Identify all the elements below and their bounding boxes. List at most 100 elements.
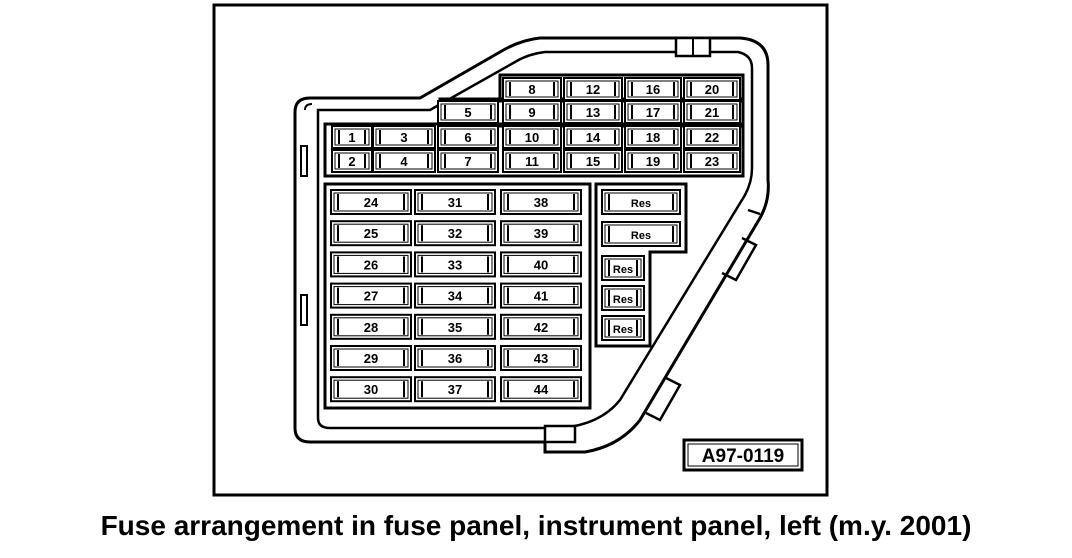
fuse-number: 16 xyxy=(646,82,660,97)
fuse-number: 14 xyxy=(586,130,601,145)
fuse-slot: 30 xyxy=(330,376,412,403)
fuse-number: 24 xyxy=(364,195,379,210)
fuse-number: 5 xyxy=(464,105,471,120)
fuse-slot: 2 xyxy=(331,149,373,173)
fuse-number: 26 xyxy=(364,257,378,272)
fuse-slot: 10 xyxy=(502,125,562,149)
fuse-slot: 25 xyxy=(330,220,412,247)
fuse-slot: 40 xyxy=(500,251,582,278)
fuse-number: 30 xyxy=(364,382,378,397)
fuse-number: 27 xyxy=(364,289,378,304)
fuse-number: 4 xyxy=(400,154,408,169)
fuse-slot: 7 xyxy=(437,149,499,173)
fuse-number: Res xyxy=(613,294,633,306)
fuse-number: 29 xyxy=(364,351,378,366)
fuse-number: 2 xyxy=(348,154,355,169)
fuse-slot: 8 xyxy=(502,77,562,101)
fuse-slot: 18 xyxy=(624,125,682,149)
image-border xyxy=(212,3,829,497)
fuse-number: 39 xyxy=(534,226,548,241)
fuse-slot: 13 xyxy=(563,100,623,124)
fuse-slot: 11 xyxy=(502,149,562,173)
fuse-number: 44 xyxy=(534,382,549,397)
fuse-slot: Res xyxy=(601,315,645,341)
fuse-slot: 28 xyxy=(330,313,412,340)
fuse-slot: 29 xyxy=(330,345,412,371)
figure-code: A97-0119 xyxy=(702,446,784,467)
fuse-slot: 22 xyxy=(683,125,741,149)
fuse-slot: 43 xyxy=(500,345,582,371)
fuse-slot: 35 xyxy=(414,313,496,340)
fuse-slot: 12 xyxy=(563,77,623,101)
fuse-slot: 26 xyxy=(330,251,412,278)
fuse-slot: 32 xyxy=(414,220,496,247)
fuse-number: 6 xyxy=(464,130,471,145)
fuse-slot: 14 xyxy=(563,125,623,149)
fuse-slot: Res xyxy=(601,255,645,281)
fuse-slot: 44 xyxy=(500,376,582,403)
left-clip-lower xyxy=(300,294,308,326)
fuse-number: 20 xyxy=(705,82,719,97)
fuse-number: 1 xyxy=(348,130,355,145)
fuse-slot: 39 xyxy=(500,220,582,247)
fuse-number: Res xyxy=(631,230,651,242)
fuse-slot: 4 xyxy=(372,149,436,173)
fuse-number: 38 xyxy=(534,195,548,210)
fuse-slot: 3 xyxy=(372,125,436,149)
fuse-number: 18 xyxy=(646,130,660,145)
panel-outer-outline xyxy=(293,36,770,454)
fuse-number: 28 xyxy=(364,320,378,335)
fuse-number: 35 xyxy=(448,320,462,335)
fuse-number: 32 xyxy=(448,226,462,241)
fuse-slot: 21 xyxy=(683,100,741,124)
fuse-number: 13 xyxy=(586,105,600,120)
fuse-number: 43 xyxy=(534,351,548,366)
fuse-number: Res xyxy=(613,264,633,276)
fuse-number: Res xyxy=(613,324,633,336)
fuse-number: 21 xyxy=(705,105,719,120)
fuse-slot: Res xyxy=(601,285,645,311)
fuse-number: 33 xyxy=(448,257,462,272)
lower-fuse-block: 24 25 26 27 28 29 30 31 32 33 34 35 36 37 38 39 40 41 42 43… xyxy=(323,182,592,410)
fuse-slot: 24 xyxy=(330,189,412,215)
fuse-number: 25 xyxy=(364,226,378,241)
fuse-number: 36 xyxy=(448,351,462,366)
fuse-slot: 5 xyxy=(437,100,499,124)
fuse-number: 40 xyxy=(534,257,548,272)
fuse-number: 7 xyxy=(464,154,471,169)
fuse-slot: 20 xyxy=(683,77,741,101)
fuse-number: 15 xyxy=(586,154,600,169)
fuse-number: 37 xyxy=(448,382,462,397)
left-clip-upper xyxy=(300,145,308,177)
fuse-slot: 6 xyxy=(437,125,499,149)
fuse-number: 22 xyxy=(705,130,719,145)
fuse-number: 23 xyxy=(705,154,719,169)
fuse-slot: 34 xyxy=(414,282,496,309)
fuse-number: 8 xyxy=(528,82,535,97)
fuse-number: 34 xyxy=(448,289,463,304)
panel-inner-outline xyxy=(316,50,754,430)
figure-caption: Fuse arrangement in fuse panel, instrume… xyxy=(100,510,972,541)
fuse-slot: 37 xyxy=(414,376,496,403)
fuse-slot: 15 xyxy=(563,149,623,173)
fuse-number: 41 xyxy=(534,289,548,304)
fuse-slot: 36 xyxy=(414,345,496,371)
fuse-number: 11 xyxy=(525,154,539,169)
fuse-slot: 16 xyxy=(624,77,682,101)
fuse-number: 31 xyxy=(448,195,462,210)
fuse-slot: 38 xyxy=(500,189,582,215)
fuse-number: 3 xyxy=(400,130,407,145)
fuse-slot: Res xyxy=(601,221,681,247)
figure-code-box: A97-0119 xyxy=(682,438,804,472)
fuse-slot: 42 xyxy=(500,313,582,340)
fuse-number: 12 xyxy=(586,82,600,97)
diagonal-clips xyxy=(645,208,761,422)
fuse-slot: 27 xyxy=(330,282,412,309)
fuse-slot: Res xyxy=(601,189,681,215)
bottom-tab xyxy=(543,424,577,444)
fuse-slot: 19 xyxy=(624,149,682,173)
fuse-number: 17 xyxy=(646,105,660,120)
fuse-slot: 17 xyxy=(624,100,682,124)
